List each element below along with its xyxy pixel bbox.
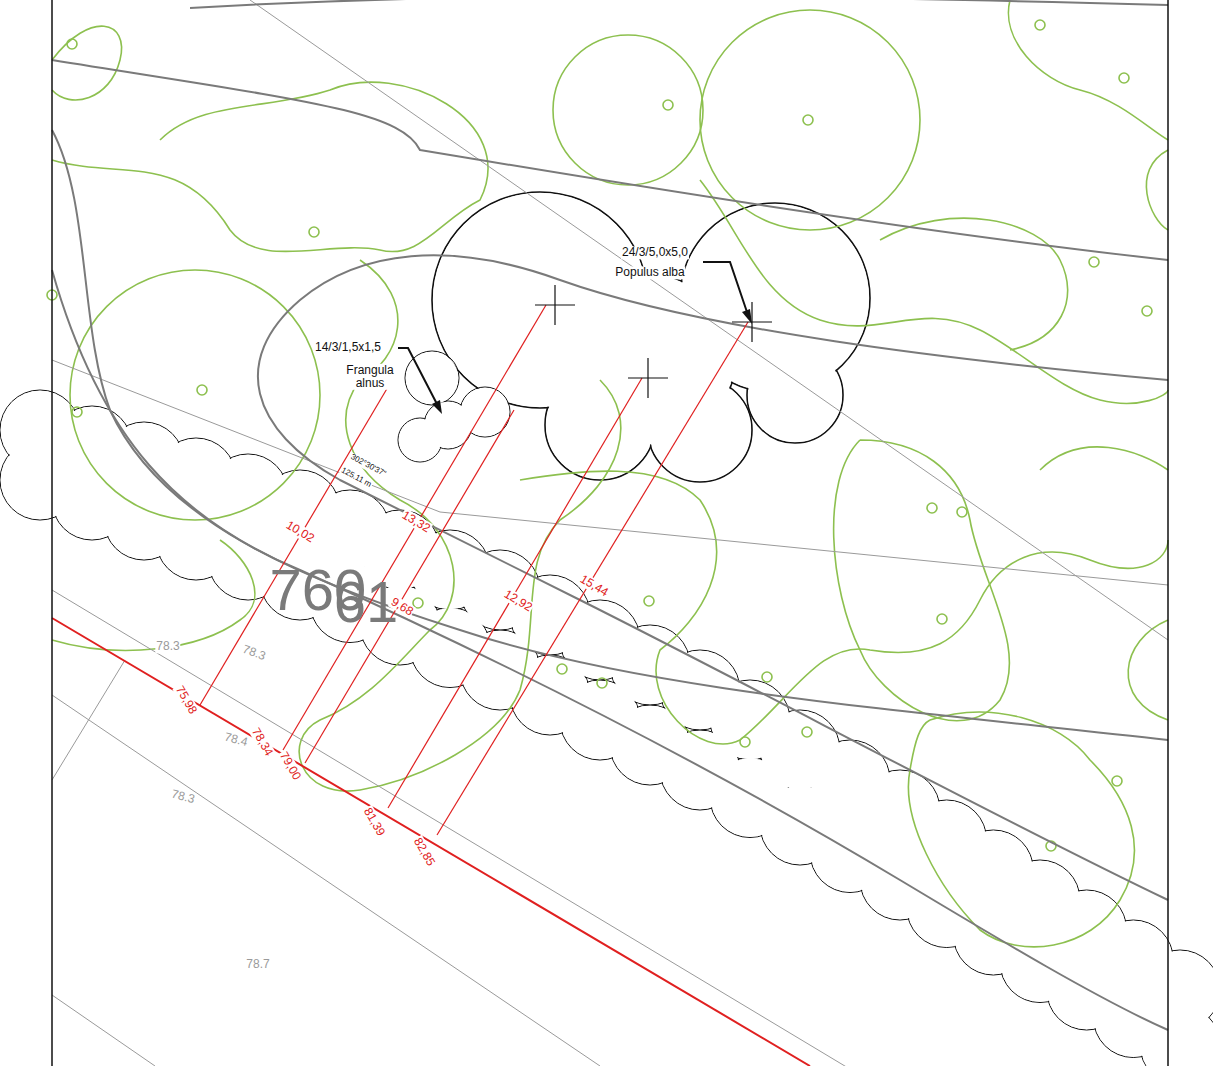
spot-height: 78.4	[222, 730, 250, 749]
chainage-value: 78,34	[248, 725, 275, 759]
dimension-value: 13,32	[399, 508, 433, 536]
spot-height: 78.3	[169, 787, 197, 806]
tree-code: 24/3/5,0x5,0	[621, 246, 689, 259]
spot-height: 78.7	[245, 958, 270, 971]
tree-canopy	[398, 192, 870, 482]
vegetation-outline	[52, 0, 1168, 947]
dimension-value: 12,92	[501, 587, 535, 615]
dimension-value: 15,44	[577, 572, 611, 600]
leader-arrow	[432, 309, 752, 414]
dimension-value: 10,02	[283, 518, 317, 546]
chainage-value: 82,85	[410, 835, 437, 869]
hedge-outline	[0, 390, 1213, 1066]
tree-code: 14/3/1,5x1,5	[314, 341, 382, 354]
chainage-value: 79,00	[276, 749, 303, 783]
spot-height: 78.3	[240, 642, 268, 663]
chainage-value: 81,39	[360, 805, 387, 839]
tree-point	[47, 20, 1152, 851]
frame-line	[52, 0, 1168, 1066]
species-name: Frangula alnus	[338, 364, 402, 390]
dimension-line	[52, 305, 810, 1066]
contour-line	[52, 0, 1168, 1030]
species-name: Populus alba	[614, 266, 685, 279]
chainage-value: 75,98	[172, 683, 199, 717]
leader-line	[398, 262, 748, 406]
tree-cross	[535, 285, 772, 398]
survey-line	[52, 0, 1168, 1066]
hedge-circle	[0, 390, 1213, 1066]
parcel-number: 61	[334, 570, 399, 634]
hedge-fill	[1, 391, 1213, 1066]
spot-height: 78.3	[155, 640, 180, 653]
